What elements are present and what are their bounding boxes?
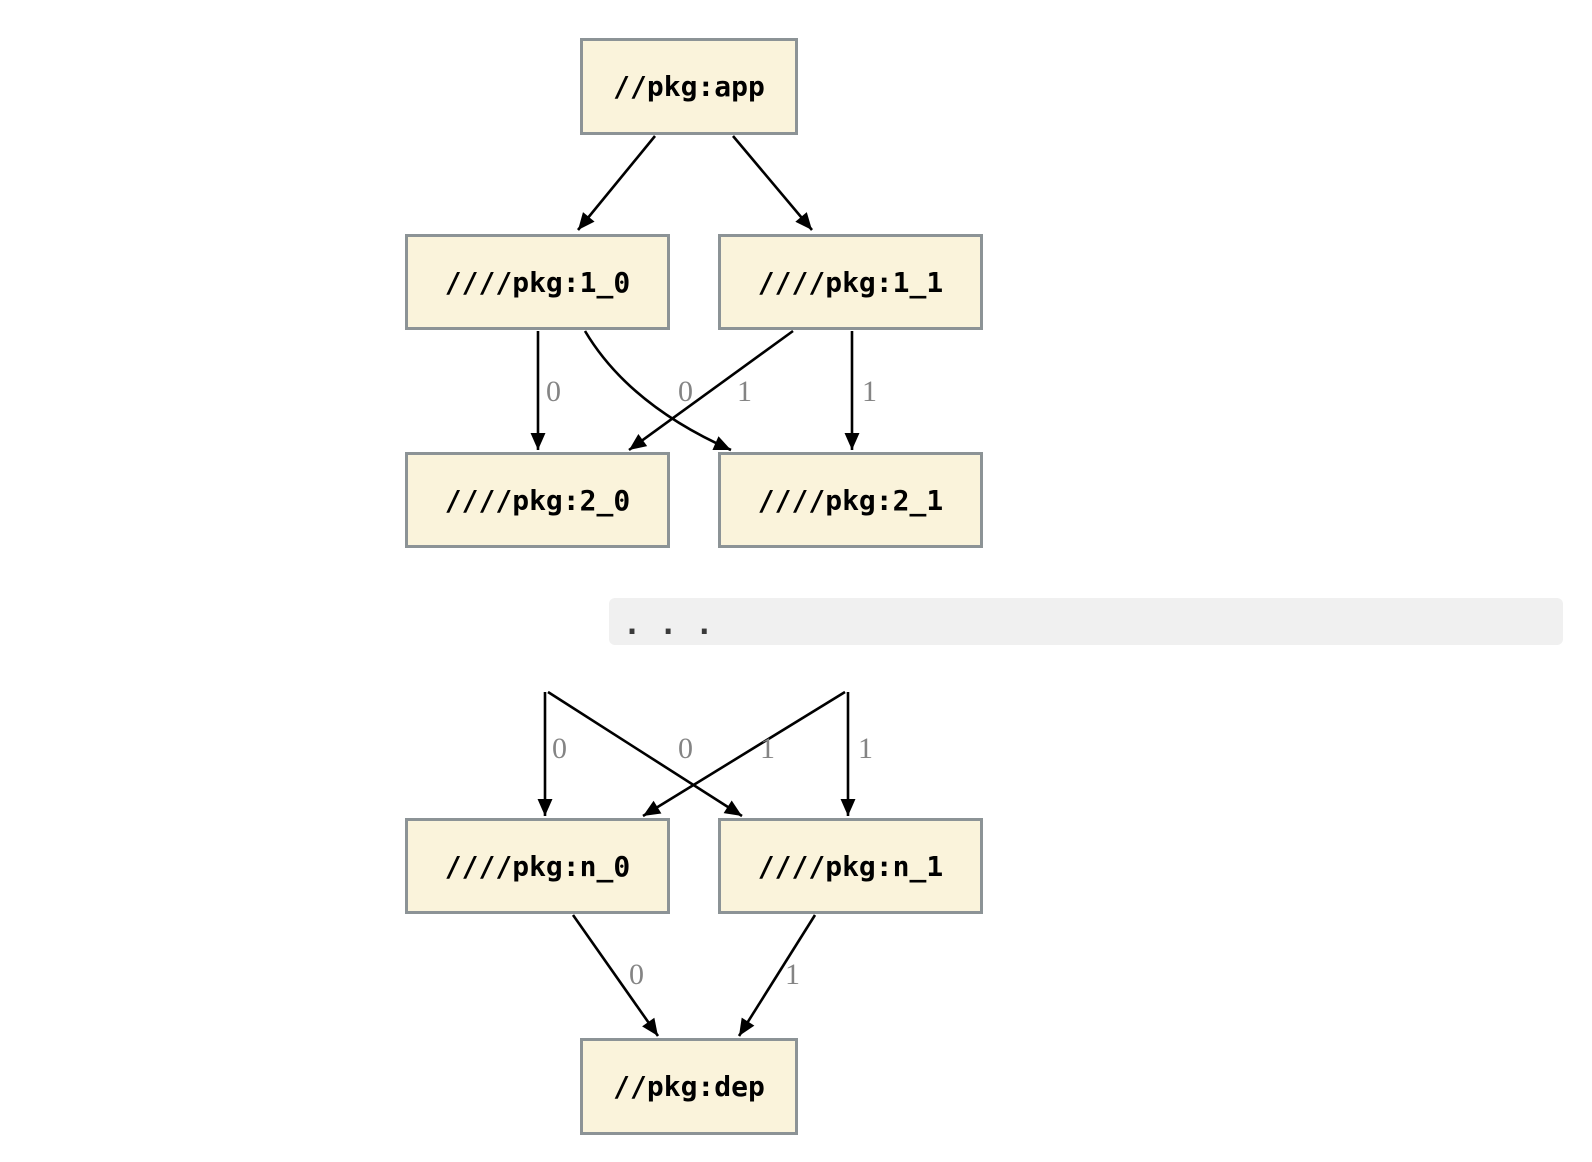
ellipsis-text: . . . [623,607,714,642]
edge-label-n_0-to-dep: 0 [629,958,644,991]
edge-label-continued-to-n_1: 1 [760,732,775,765]
edge-1_0-to-2_1 [583,330,732,452]
edge-label-1_1-to-2_1: 1 [862,375,877,408]
graph-node-app: //pkg:app [580,38,798,135]
edge-app-to-1_1 [732,135,813,231]
graph-node-label: ////pkg:2_1 [757,483,944,517]
graph-node-label: ////pkg:n_0 [444,849,631,883]
edge-label-n_1-to-dep: 1 [785,958,800,991]
graph-node-1_0: ////pkg:1_0 [405,234,670,330]
edge-continued-to-n_0 [642,690,846,818]
graph-node-label: ////pkg:1_1 [757,265,944,299]
graph-node-2_1: ////pkg:2_1 [718,452,983,548]
edge-label-1_1-to-2_0: 0 [678,375,693,408]
edge-1_1-to-2_0 [628,329,794,452]
edge-n_1-to-dep [737,914,817,1037]
edge-continued-to-n_1 [547,690,743,818]
graph-node-label: ////pkg:2_0 [444,483,631,517]
graph-node-label: ////pkg:n_1 [757,849,944,883]
edge-label-continued-to-n_0: 0 [678,732,693,765]
edge-label-1_0-to-2_1: 1 [737,375,752,408]
graph-node-1_1: ////pkg:1_1 [718,234,983,330]
graph-node-dep: //pkg:dep [580,1038,798,1135]
edge-label-continued-to-n_1: 1 [858,732,873,765]
graph-node-2_0: ////pkg:2_0 [405,452,670,548]
graph-node-label: //pkg:dep [613,1070,765,1103]
edge-n_0-to-dep [571,914,660,1037]
edge-label-continued-to-n_0: 0 [552,732,567,765]
graph-node-label: ////pkg:1_0 [444,265,631,299]
graph-node-label: //pkg:app [613,70,765,103]
edge-app-to-1_0 [576,135,657,231]
ellipsis-bar: . . . [609,598,1563,645]
edge-label-1_0-to-2_0: 0 [546,375,561,408]
graph-node-n_1: ////pkg:n_1 [718,818,983,914]
graph-node-n_0: ////pkg:n_0 [405,818,670,914]
